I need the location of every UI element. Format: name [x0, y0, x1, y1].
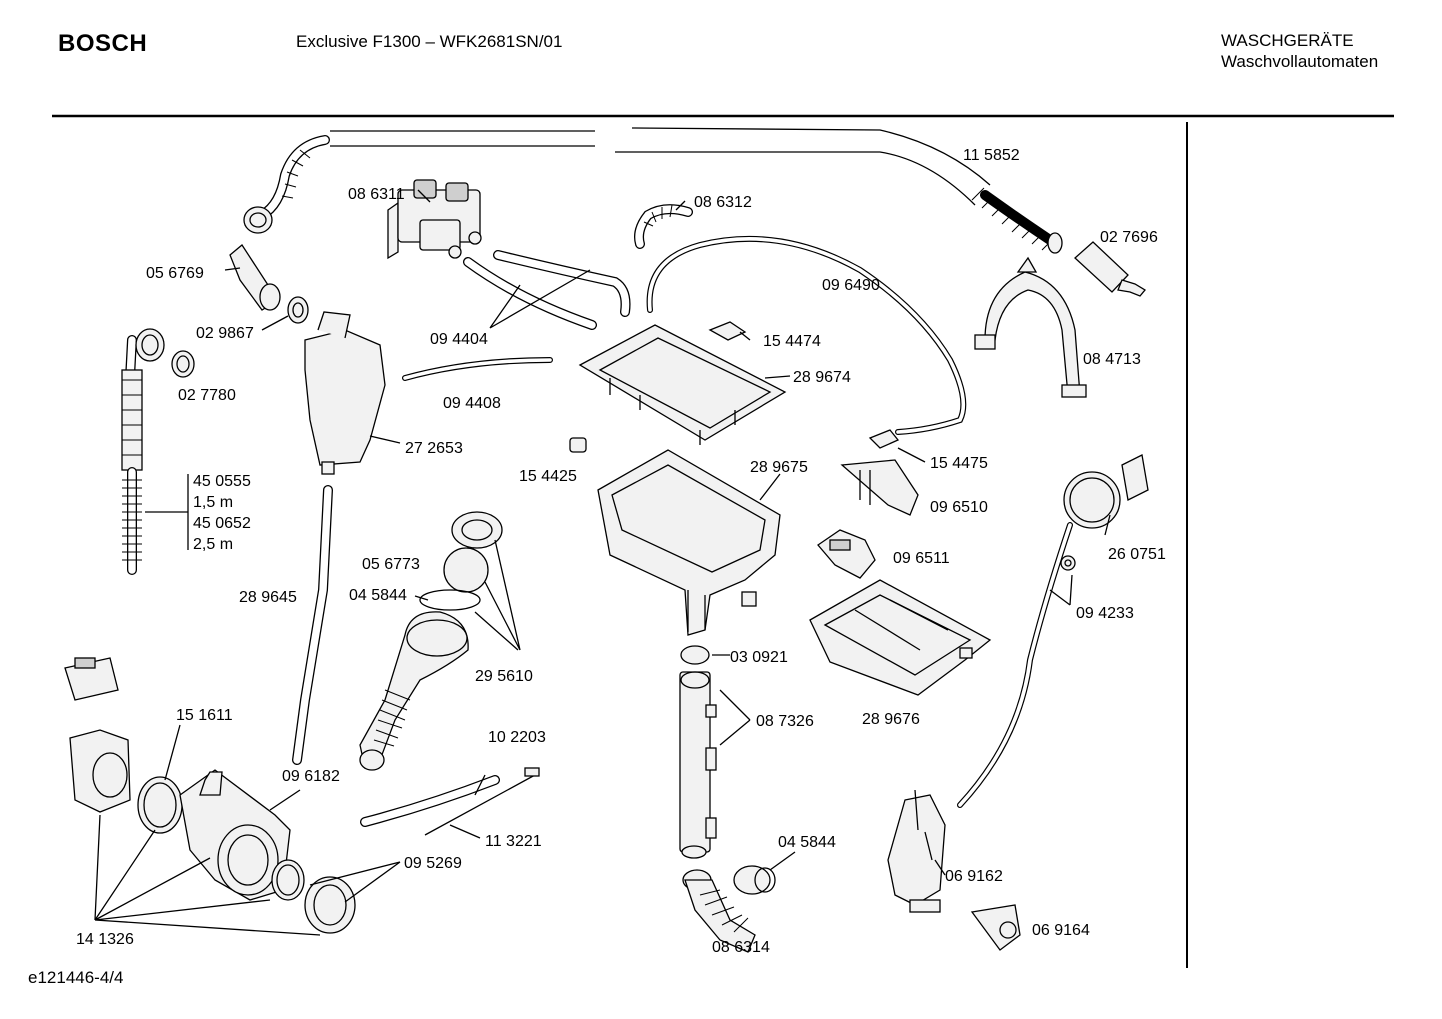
siphon-insert: [817, 529, 876, 579]
vent-hose: [360, 775, 500, 827]
callout-086314: 08 6314: [712, 939, 770, 956]
air-chamber: [292, 311, 386, 765]
callout-154475: 15 4475: [930, 455, 988, 472]
callout-260751: 26 0751: [1108, 546, 1166, 563]
drain-pump-group: [64, 657, 356, 934]
callout-length-15m: 1,5 m: [193, 494, 233, 511]
callout-115852: 11 5852: [963, 147, 1020, 164]
callout-289674: 28 9674: [793, 369, 851, 386]
callout-069162: 06 9162: [945, 868, 1003, 885]
callout-095269: 09 5269: [404, 855, 462, 872]
callout-086311: 08 6311: [348, 186, 405, 203]
callout-289676: 28 9676: [862, 711, 920, 728]
callout-094408: 09 4408: [443, 395, 501, 412]
detergent-drawer: [809, 579, 992, 696]
callout-151611: 15 1611: [176, 707, 233, 724]
nozzle: [868, 429, 900, 449]
subcategory-title: Waschvollautomaten: [1221, 52, 1379, 71]
plug: [569, 437, 587, 453]
overflow-hose: [646, 235, 967, 435]
callout-029867: 02 9867: [196, 325, 254, 342]
valve-cap: [970, 904, 1021, 951]
category-title: WASCHGERÄTE: [1221, 31, 1354, 50]
callout-056769: 05 6769: [146, 265, 204, 282]
callout-084713: 08 4713: [1083, 351, 1141, 368]
heater-wire: [424, 767, 540, 836]
callout-045844-b: 04 5844: [778, 834, 836, 851]
flap-part: [840, 459, 919, 516]
drain-elbow: [682, 865, 776, 953]
callout-295610: 29 5610: [475, 668, 533, 685]
drain-ring: [171, 350, 195, 378]
callout-027696: 02 7696: [1100, 229, 1158, 246]
callout-096182: 09 6182: [282, 768, 340, 785]
callout-102203: 10 2203: [488, 729, 546, 746]
dispenser-cover: [578, 321, 787, 445]
callout-length-25m: 2,5 m: [193, 536, 233, 553]
standpipe: [679, 645, 717, 859]
drain-hose: [121, 328, 165, 575]
hose-holder: [887, 789, 946, 913]
bracket-clamp: [974, 256, 1087, 398]
inlet-hose-long: [243, 127, 1063, 254]
model-title: Exclusive F1300 – WFK2681SN/01: [296, 32, 563, 51]
sleeve: [1074, 241, 1146, 297]
pressure-switch: [957, 454, 1149, 808]
hose-clip: [1060, 555, 1076, 571]
callout-069164: 06 9164: [1032, 922, 1090, 939]
callout-094404: 09 4404: [430, 331, 488, 348]
callout-450652: 45 0652: [193, 515, 251, 532]
callout-096511: 09 6511: [893, 550, 950, 567]
connecting-hoses: [463, 250, 631, 330]
callout-141326: 14 1326: [76, 931, 134, 948]
callout-113221: 11 3221: [485, 833, 542, 850]
callout-154425: 15 4425: [519, 468, 577, 485]
callout-045844-a: 04 5844: [349, 587, 407, 604]
callout-289675: 28 9675: [750, 459, 808, 476]
callout-450555: 45 0555: [193, 473, 251, 490]
solenoid-valve: [387, 179, 482, 260]
short-hose: [402, 357, 553, 381]
callout-056773: 05 6773: [362, 556, 420, 573]
elbow-hose: [634, 204, 693, 249]
callout-030921: 03 0921: [730, 649, 788, 666]
dispenser-housing: [597, 449, 781, 636]
callout-096490: 09 6490: [822, 277, 880, 294]
callout-272653: 27 2653: [405, 440, 463, 457]
leader-lines: [94, 189, 1111, 936]
callout-027780: 02 7780: [178, 387, 236, 404]
callout-086312: 08 6312: [694, 194, 752, 211]
callout-289645: 28 9645: [239, 589, 297, 606]
document-id: e121446-4/4: [28, 968, 124, 987]
length-bracket: [145, 474, 189, 550]
seal-ring: [287, 296, 309, 324]
brand-logo: BOSCH: [58, 30, 148, 57]
callout-094233: 09 4233: [1076, 605, 1134, 622]
callout-096510: 09 6510: [930, 499, 988, 516]
callout-154474: 15 4474: [763, 333, 821, 350]
callout-087326: 08 7326: [756, 713, 814, 730]
elbow-fitting: [229, 244, 281, 311]
drain-bellows-group: [359, 511, 503, 771]
